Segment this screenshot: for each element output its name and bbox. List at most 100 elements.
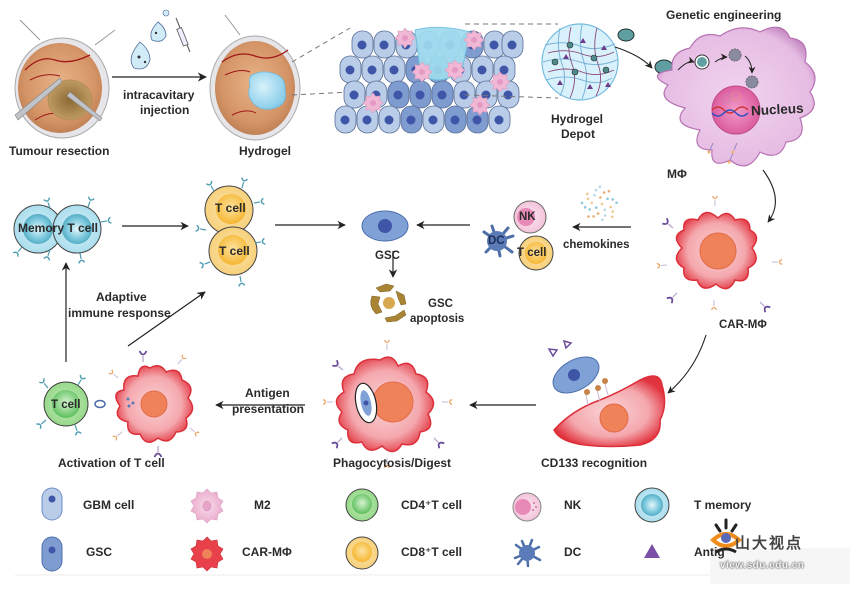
cd8-t-cells-pair-illustration <box>194 176 267 288</box>
tissue-cell <box>444 105 467 134</box>
chemokine-dot <box>590 201 593 205</box>
cd133-recognition-illustration <box>547 339 666 448</box>
hydrogel-droplets-syringe-icon <box>130 9 191 70</box>
m2-macrophage <box>489 71 511 93</box>
label-hydrogel-depot-2: Depot <box>561 127 595 141</box>
tissue-cell <box>471 55 494 84</box>
chemokine-dot <box>587 215 590 218</box>
chemokine-dot <box>580 201 584 205</box>
m2-macrophage <box>411 61 433 83</box>
legend-nk-icon <box>512 492 542 522</box>
tumor-tissue-illustration <box>334 26 524 134</box>
label-gsc-apoptosis-1: GSC <box>428 298 453 310</box>
legend-cd4-t-cell-icon <box>345 488 379 522</box>
label-presentation: presentation <box>232 402 305 416</box>
m2-macrophage <box>394 27 416 49</box>
macrophage-to-car-arrow <box>762 169 776 223</box>
label-nucleus: Nucleus <box>750 100 804 119</box>
label-t-cell-1: T cell <box>215 201 246 215</box>
legend-label-car-macrophage: CAR-MΦ <box>242 545 292 559</box>
label-activation-of-t-cell: Activation of T cell <box>58 456 165 470</box>
macrophage-genetic-engineering-illustration <box>656 26 816 167</box>
chemokine-dot <box>609 205 612 209</box>
label-gsc-apoptosis-2: apoptosis <box>410 313 465 325</box>
chemokine-dot <box>603 208 607 212</box>
tissue-cell <box>387 80 410 109</box>
brain-tumour-resection-illustration <box>14 19 116 139</box>
chemokine-dot <box>599 196 602 199</box>
label-adaptive: Adaptive <box>96 290 147 304</box>
chemokine-dot <box>586 192 589 196</box>
label-intracavitary: intracavitary <box>123 88 195 102</box>
legend-m2-icon <box>190 488 224 524</box>
m2-macrophage <box>444 59 466 81</box>
phagocytosis-illustration <box>322 339 453 469</box>
label-dc: DC <box>488 235 505 247</box>
legend-gsc-icon <box>41 536 63 572</box>
legend-t-memory-icon <box>634 487 670 523</box>
label-hydrogel-depot-1: Hydrogel <box>551 112 604 126</box>
legend-gbm-cell-icon <box>41 487 63 521</box>
m2-macrophage <box>469 94 491 116</box>
watermark-text: 山大视点 <box>735 535 804 552</box>
car-macrophage-illustration <box>656 195 783 314</box>
tissue-cell <box>383 55 406 84</box>
chemokine-dot <box>601 218 604 222</box>
label-t-cell-2: T cell <box>219 244 250 258</box>
chemokine-dot <box>598 185 602 188</box>
label-cd133-recognition: CD133 recognition <box>541 456 648 470</box>
chemokine-dot <box>588 208 591 211</box>
label-t-cell-3: T cell <box>517 247 547 259</box>
chemokine-dot <box>611 210 614 213</box>
legend-label-cd8-t-cell: CD8⁺T cell <box>401 545 463 559</box>
label-memory-t-cell: Memory T cell <box>17 221 99 235</box>
label-car-macrophage: CAR-MΦ <box>719 319 767 331</box>
watermark-logo-icon <box>710 518 850 584</box>
legend-label-nk: NK <box>564 498 582 512</box>
gsc-apoptosis-illustration <box>370 283 407 323</box>
legend-dc-icon <box>513 538 542 568</box>
chemokine-dot <box>586 197 590 201</box>
label-immune-response: immune response <box>68 306 171 320</box>
label-phagocytosis: Phagocytosis/Digest <box>333 456 452 470</box>
tissue-cell <box>351 30 374 59</box>
legend-label-m2: M2 <box>254 498 271 512</box>
chemokines-particles <box>580 185 618 222</box>
label-activation-t-cell: T cell <box>51 399 81 411</box>
tissue-cell <box>334 105 357 134</box>
tissue-cell <box>501 30 524 59</box>
legend-antigen-icon <box>644 544 660 558</box>
tissue-cell <box>400 105 423 134</box>
label-genetic-engineering: Genetic engineering <box>666 8 782 22</box>
chemokine-dot <box>583 205 587 209</box>
chemokine-dot <box>593 193 596 197</box>
viral-vector-particles <box>614 28 674 75</box>
chemokine-dot <box>603 214 607 217</box>
chemokine-dot <box>606 197 609 200</box>
tissue-cell <box>343 80 366 109</box>
t-cell-activation-illustration <box>35 350 200 458</box>
chemokine-dot <box>607 189 611 193</box>
label-gsc: GSC <box>375 250 400 262</box>
tissue-cell <box>466 105 489 134</box>
legend-label-antigen: Antigen <box>694 545 724 559</box>
tissue-cell <box>431 80 454 109</box>
m2-macrophage <box>463 29 485 51</box>
hydrogel-depot-icon <box>541 23 619 101</box>
chemokine-dot <box>594 188 598 192</box>
legend-label-gsc: GSC <box>86 545 113 559</box>
gsc-cell-illustration <box>361 210 409 242</box>
memory-t-cells-illustration <box>12 195 113 265</box>
chemokine-dot <box>592 215 595 218</box>
m2-macrophage <box>362 92 384 114</box>
tissue-cell <box>339 55 362 84</box>
chemokine-dot <box>610 215 614 219</box>
tissue-cell <box>378 105 401 134</box>
tissue-cell <box>361 55 384 84</box>
tissue-cell <box>422 105 445 134</box>
legend-label-t-memory: T memory <box>694 498 752 512</box>
chemokine-dot <box>602 191 606 194</box>
label-macrophage: MΦ <box>667 167 687 181</box>
watermark-url: view.sdu.edu.cn <box>720 560 805 571</box>
